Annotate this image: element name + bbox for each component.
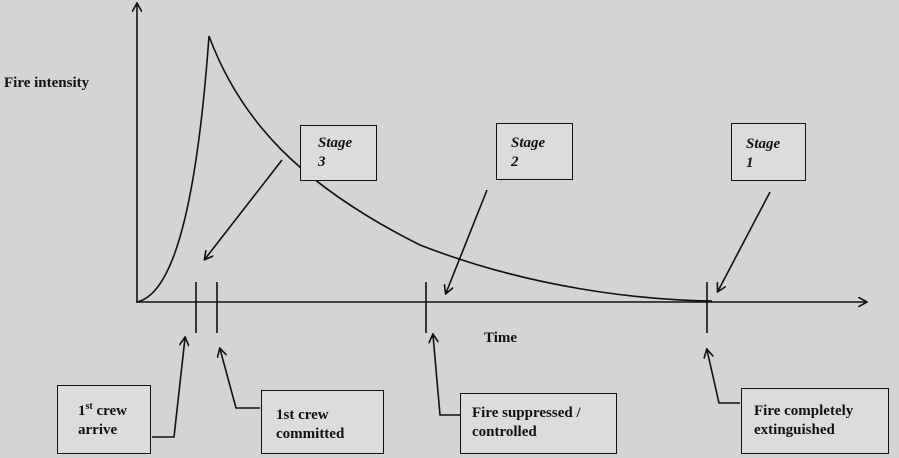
stage-2-word: Stage: [511, 135, 546, 151]
fire-suppressed-line1: Fire suppressed /: [472, 405, 581, 421]
connector-fire-extinguished: [707, 350, 740, 404]
connector-first-crew-arrive: [152, 338, 185, 438]
stage-2-box: Stage 2: [496, 123, 573, 180]
fire-suppressed-line2: controlled: [472, 424, 537, 440]
stage-3-number: 3: [318, 154, 326, 170]
stage-1-arrow: [718, 191, 771, 291]
stage-3-box: Stage 3: [300, 125, 377, 181]
connector-first-crew-committed: [220, 349, 260, 409]
first-crew-arrive-box: 1st crew arrive: [57, 385, 151, 454]
fire-extinguished-line2: extinguished: [754, 422, 835, 438]
first-crew-arrive-line2: arrive: [78, 422, 118, 438]
stage-1-number: 1: [746, 155, 754, 171]
x-axis-label: Time: [484, 330, 518, 346]
first-crew-committed-line1: 1st crew: [276, 407, 329, 423]
fire-suppressed-box: Fire suppressed / controlled: [460, 393, 617, 454]
stage-3-word: Stage: [318, 135, 353, 151]
fire-intensity-curve: [136, 35, 713, 303]
stage-2-number: 2: [511, 154, 519, 170]
y-axis-label: Fire intensity: [4, 75, 90, 91]
fire-extinguished-box: Fire completely extinguished: [741, 388, 889, 454]
stage-3-arrow: [205, 159, 283, 259]
stage-2-arrow: [446, 189, 488, 293]
first-crew-committed-line2: committed: [276, 426, 345, 442]
connector-fire-suppressed: [433, 335, 460, 416]
first-crew-arrive-line1: 1st crew: [78, 401, 128, 420]
stage-1-word: Stage: [746, 136, 781, 152]
first-crew-committed-box: 1st crew committed: [261, 390, 384, 454]
stage-1-box: Stage 1: [731, 123, 806, 181]
fire-extinguished-line1: Fire completely: [754, 403, 854, 419]
